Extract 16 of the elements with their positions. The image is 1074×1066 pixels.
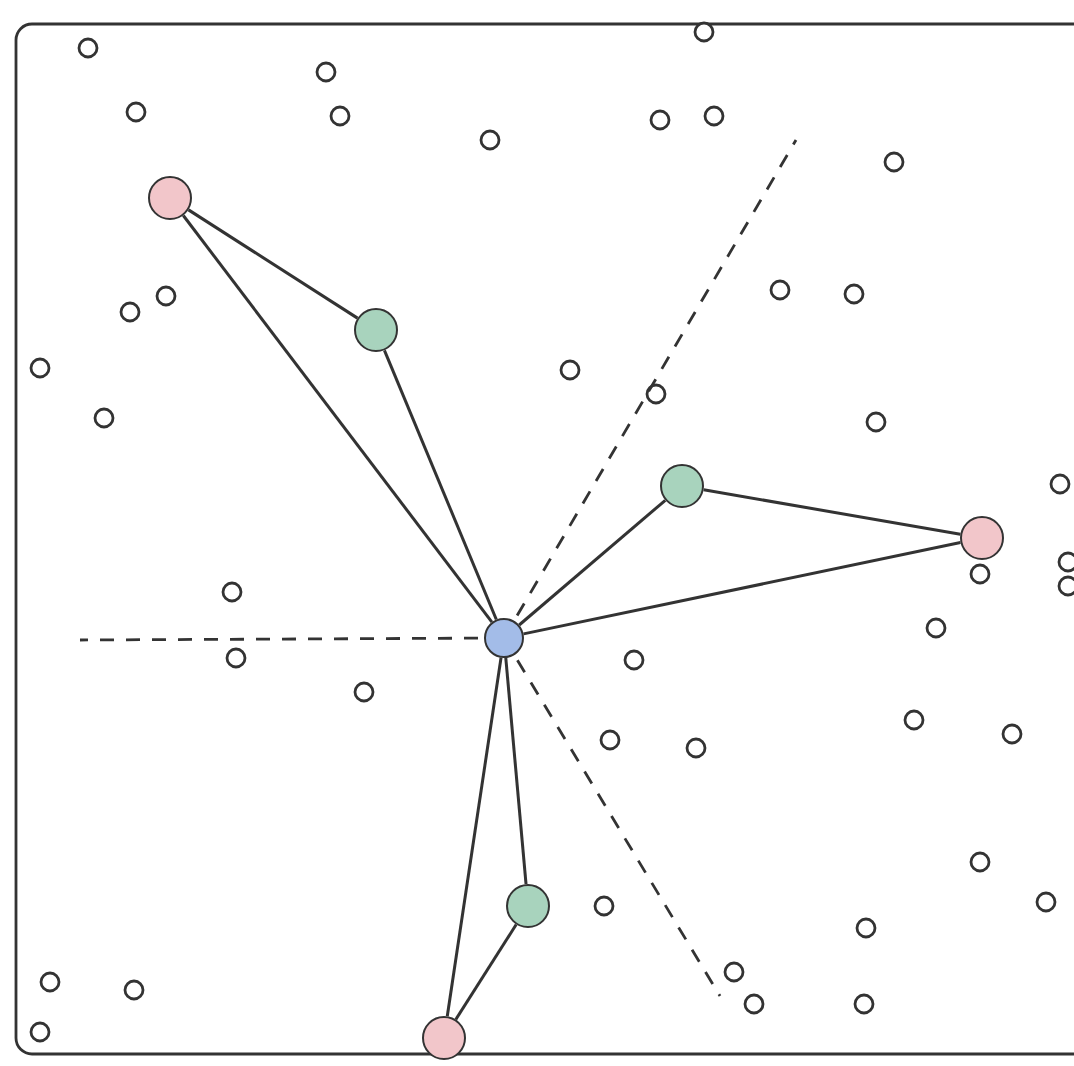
circle-node	[148, 176, 192, 220]
connector-line	[187, 208, 359, 320]
circle-node	[484, 618, 524, 658]
connector-line	[523, 541, 961, 636]
connector-line	[383, 349, 498, 621]
connector-line	[504, 657, 528, 885]
connector-line	[182, 214, 494, 623]
circle-node	[660, 464, 704, 508]
circle-node	[506, 884, 550, 928]
connector-line	[518, 499, 667, 627]
circle-node	[354, 308, 398, 352]
circle-node	[960, 516, 1004, 560]
connector-line	[454, 923, 518, 1021]
circle-node	[422, 1016, 466, 1060]
connector-line	[703, 488, 961, 536]
connector-line	[445, 657, 503, 1017]
